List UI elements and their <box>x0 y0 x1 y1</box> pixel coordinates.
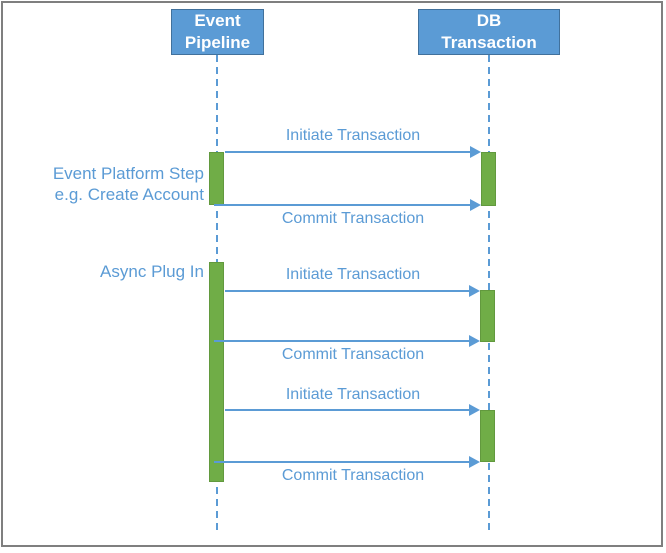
side-label-line: e.g. Create Account <box>54 185 204 204</box>
arrowhead-right-icon <box>469 285 480 297</box>
message-arrow-initiate-3 <box>225 404 480 416</box>
message-arrow-commit-2 <box>214 335 480 347</box>
message-label-commit-3: Commit Transaction <box>281 467 425 484</box>
side-label-event-platform-step: Event Platform Step e.g. Create Account <box>14 163 204 205</box>
message-arrow-commit-3 <box>214 456 480 468</box>
arrow-line <box>225 290 471 292</box>
actor-label-line: Event <box>194 11 241 30</box>
message-arrow-initiate-2 <box>225 285 480 297</box>
message-arrow-commit-1 <box>214 199 481 211</box>
arrow-line <box>225 409 471 411</box>
actor-db-transaction: DB Transaction <box>418 9 560 55</box>
message-label-initiate-3: Initiate Transaction <box>285 386 421 403</box>
side-label-line: Event Platform Step <box>52 164 204 183</box>
message-label-commit-2: Commit Transaction <box>281 346 425 363</box>
message-label-initiate-1: Initiate Transaction <box>285 127 421 144</box>
activation-bar-event-step <box>209 152 224 205</box>
actor-label-line: DB <box>476 11 502 30</box>
arrow-line <box>214 461 471 463</box>
activation-bar-db-3 <box>480 410 495 462</box>
arrow-line <box>225 151 472 153</box>
activation-bar-db-2 <box>480 290 495 342</box>
activation-bar-async-plugin <box>209 262 224 482</box>
arrowhead-right-icon <box>470 199 481 211</box>
arrowhead-right-icon <box>469 335 480 347</box>
message-label-initiate-2: Initiate Transaction <box>285 266 421 283</box>
message-arrow-initiate-1 <box>225 146 481 158</box>
arrowhead-right-icon <box>470 146 481 158</box>
actor-label-line: Pipeline <box>184 33 251 52</box>
message-label-commit-1: Commit Transaction <box>281 210 425 227</box>
activation-bar-db-1 <box>481 152 496 206</box>
arrow-line <box>214 204 472 206</box>
arrow-line <box>214 340 471 342</box>
side-label-line: Async Plug In <box>100 262 204 281</box>
actor-label-line: Transaction <box>441 33 537 52</box>
side-label-async-plug-in: Async Plug In <box>14 261 204 282</box>
arrowhead-right-icon <box>469 404 480 416</box>
arrowhead-right-icon <box>469 456 480 468</box>
actor-event-pipeline: Event Pipeline <box>171 9 264 55</box>
